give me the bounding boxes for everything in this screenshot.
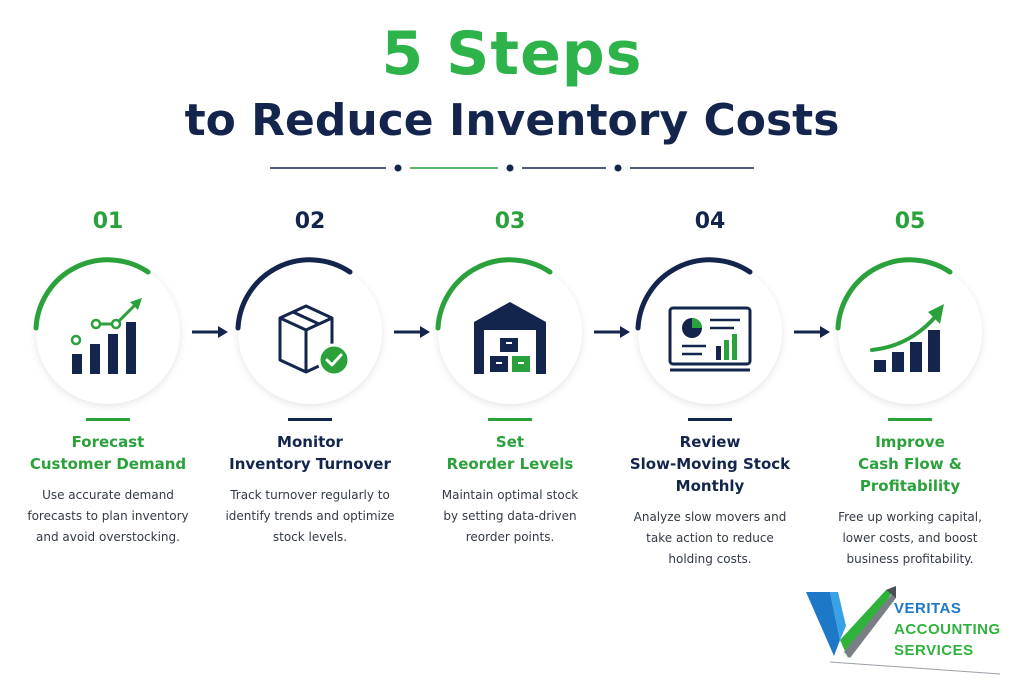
step-description: Maintain optimal stock by setting data-d… (441, 488, 579, 544)
step-underline (86, 418, 130, 421)
step-5: 05 Improve Cash Flow & Profitability Fre… (810, 208, 1010, 570)
step-underline (688, 418, 732, 421)
report-dashboard-icon (635, 257, 782, 404)
step-underline (488, 418, 532, 421)
step-underline (288, 418, 332, 421)
arrow-right-icon (192, 326, 228, 338)
warehouse-icon (435, 257, 582, 404)
page-subtitle: to Reduce Inventory Costs (184, 95, 840, 146)
profit-growth-icon (835, 257, 982, 404)
arrow-right-icon (394, 326, 430, 338)
step-3: 03 Set Reorder Levels Maintain optimal s… (410, 208, 610, 548)
step-1: 01 Forecast Customer Demand Use accurate (8, 208, 208, 548)
step-icon-circle (410, 242, 610, 412)
step-title: Set Reorder Levels (446, 433, 574, 473)
step-description: Use accurate demand forecasts to plan in… (27, 488, 189, 544)
header: 5 Steps to Reduce Inventory Costs (0, 18, 1024, 148)
step-icon-circle (8, 242, 208, 412)
title-divider (270, 164, 754, 172)
step-description: Free up working capital, lower costs, an… (838, 510, 982, 566)
step-number: 04 (694, 209, 726, 234)
page-title: 5 Steps (381, 19, 643, 89)
arrow-right-icon (794, 326, 830, 338)
step-title: Monitor Inventory Turnover (229, 433, 391, 473)
step-number: 03 (494, 209, 526, 234)
box-check-icon (235, 257, 382, 404)
step-number: 02 (294, 209, 326, 234)
step-4: 04 Review Slow-Moving Stock Monthly Anal… (610, 208, 810, 570)
step-number: 05 (894, 209, 926, 234)
step-title: Improve Cash Flow & Profitability (858, 433, 962, 495)
step-icon-circle (610, 242, 810, 412)
step-title: Forecast Customer Demand (29, 433, 187, 473)
step-icon-circle (810, 242, 1010, 412)
step-icon-circle (210, 242, 410, 412)
veritas-logo (806, 586, 1001, 675)
step-title: Review Slow-Moving Stock Monthly (629, 433, 791, 495)
step-description: Analyze slow movers and take action to r… (633, 510, 787, 566)
arrow-right-icon (594, 326, 630, 338)
step-2: 02 Monitor Inventory Turnover Track turn… (210, 208, 410, 548)
logo-wordmark: VERITAS ACCOUNTING SERVICES (894, 600, 1001, 659)
growth-bar-chart-icon (33, 257, 180, 404)
step-description: Track turnover regularly to identify tre… (225, 488, 395, 544)
step-number: 01 (92, 209, 124, 234)
step-underline (888, 418, 932, 421)
